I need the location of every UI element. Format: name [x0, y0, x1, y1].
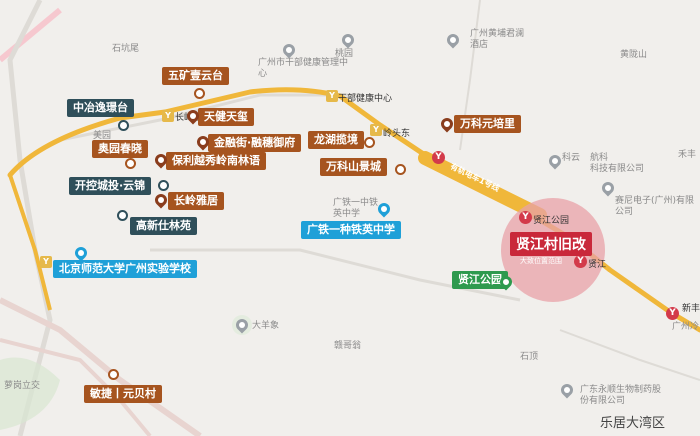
- station-xianjiang: 贤江: [588, 260, 607, 270]
- station-xinfeng: 新丰: [682, 304, 700, 314]
- place-huangpu-hotel: 广州黄埔君澜酒店: [470, 29, 525, 50]
- dev-aoyuan[interactable]: 奥园春晓: [92, 140, 148, 158]
- dev-wanke-yuanpei[interactable]: 万科元培里: [454, 115, 521, 133]
- dev-minjie[interactable]: 敏捷丨元贝村: [84, 385, 162, 403]
- place-shikengwei: 石坑尾: [112, 44, 140, 54]
- place-ganfu: 赣哥翁: [334, 341, 362, 351]
- place-shiding: 石顶: [520, 352, 539, 362]
- dev-kaikong-dot: [158, 180, 169, 191]
- place-fangang: 萝岗立交: [4, 381, 41, 391]
- ganbu-station-icon: Y: [326, 90, 338, 102]
- place-daxianxiang: 大羊象: [252, 321, 280, 331]
- station-lingtoudong: 岭头东: [383, 129, 411, 139]
- station-xianjiang-park: 贤江公园: [533, 216, 570, 226]
- place-saoyu: 赛尼电子(广州)有限公司: [615, 196, 695, 217]
- place-hezhou: 禾丰: [678, 150, 697, 160]
- focus-subtitle: 大致位置范围: [520, 257, 562, 265]
- place-hangkong: 航科: [590, 153, 609, 163]
- station-ganbu: 干部健康中心: [338, 94, 393, 104]
- focus-title[interactable]: 贤江村旧改: [510, 232, 592, 256]
- xinfeng-station-icon: Y: [666, 307, 679, 320]
- dev-changling[interactable]: 长岭雅居: [168, 192, 224, 210]
- school-tieyi[interactable]: 广铁一种铁英中学: [301, 221, 401, 239]
- place-guangzhou-leng: 广州冷: [672, 322, 700, 332]
- dev-minjie-dot: [108, 369, 119, 380]
- dev-jinrong[interactable]: 金融街·融穗御府: [208, 134, 302, 152]
- xianjiang-station-icon: Y: [574, 255, 587, 268]
- changling-station-icon: Y: [162, 110, 174, 122]
- school-bnu[interactable]: 北京师范大学广州实验学校: [53, 260, 197, 278]
- dev-aoyuan-dot: [125, 158, 136, 169]
- watermark: 乐居大湾区: [600, 416, 666, 431]
- place-keyun: 科云: [562, 153, 581, 163]
- west-station-icon: Y: [40, 256, 52, 268]
- dev-longhu-dot: [364, 137, 375, 148]
- xianjiang-park-station-icon: Y: [519, 211, 532, 224]
- dev-baoli[interactable]: 保利越秀岭南林语: [166, 152, 266, 170]
- dev-longhu[interactable]: 龙湖揽境: [308, 131, 364, 149]
- place-tieyi: 广铁一中铁英中学: [333, 198, 379, 219]
- dev-wukuang-dot: [194, 88, 205, 99]
- place-huanglongshan: 黄陇山: [620, 50, 648, 60]
- dev-kaikong[interactable]: 开控城投·云锦: [69, 177, 152, 195]
- place-yongshun: 广东永顺生物制药股份有限公司: [580, 385, 662, 406]
- lingtoudong-station-icon: Y: [370, 124, 382, 136]
- dev-gaoxin-dot: [117, 210, 128, 221]
- dev-tianjian[interactable]: 天健天玺: [198, 108, 254, 126]
- dev-zhongye[interactable]: 中冶逸璟台: [67, 99, 134, 117]
- dev-wukuang[interactable]: 五矿壹云台: [162, 67, 229, 85]
- dev-gaoxin[interactable]: 高新仕林苑: [130, 217, 197, 235]
- place-taoyuan: 桃园: [335, 49, 354, 59]
- park-xianjiang[interactable]: 贤江公园: [452, 271, 508, 289]
- dev-wanke-shanjing[interactable]: 万科山景城: [320, 158, 387, 176]
- metro-station-icon: Y: [432, 151, 445, 164]
- dev-zhongye-dot: [118, 120, 129, 131]
- place-ganbu-center: 广州市干部健康管理中心: [258, 58, 349, 79]
- place-kegongye: 科技有限公司: [590, 164, 645, 174]
- dev-wanke-shanjing-dot: [395, 164, 406, 175]
- place-meiyuan: 美园: [93, 131, 112, 141]
